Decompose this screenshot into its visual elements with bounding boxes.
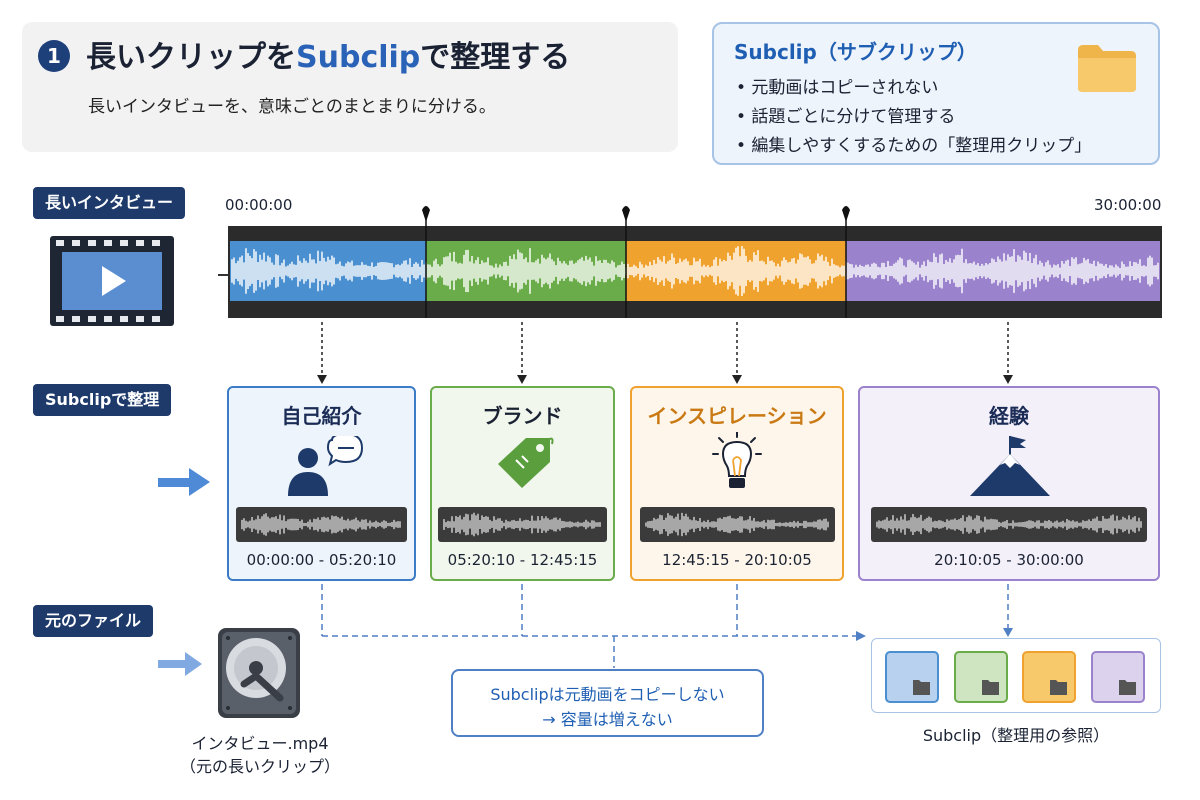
subclip-waveform [438, 507, 607, 542]
subclip-waveform [640, 507, 835, 542]
subclip-folder-icon [1022, 651, 1076, 703]
note-line: Subclipは元動画をコピーしない [490, 685, 725, 704]
subclip-title: インスピレーション [647, 404, 827, 428]
split-marker [842, 206, 850, 318]
subclip-title: 経験 [989, 404, 1029, 428]
section-label-subclips: Subclipで整理 [33, 384, 172, 416]
note-line: → 容量は増えない [542, 710, 673, 729]
info-bullet: • 話題ごとに分けて管理する [736, 107, 956, 127]
speaker-icon [288, 436, 364, 496]
split-marker [422, 206, 430, 318]
page-subtitle: 長いインタビューを、意味ごとのまとまりに分ける。 [88, 97, 496, 117]
section-label-source-file: 元のファイル [33, 605, 154, 637]
subclip-title: 自己紹介 [281, 404, 362, 428]
mountain-flag-icon [970, 436, 1050, 496]
subclip-folder-icon [885, 651, 939, 703]
timeline-waveform [218, 206, 1162, 318]
subclip-range: 20:10:05 - 30:00:00 [934, 551, 1084, 569]
title-suffix: で整理する [420, 40, 571, 75]
video-file-icon [50, 236, 174, 326]
segment-experience [846, 241, 1160, 301]
hard-drive-icon [218, 628, 300, 718]
subclip-waveform [236, 507, 407, 542]
folder-icon [1078, 45, 1136, 92]
page-title: 長いクリップをSubclipで整理する [86, 32, 570, 76]
subclip-range: 05:20:10 - 12:45:15 [447, 551, 598, 569]
file-description: （元の長いクリップ） [179, 757, 340, 776]
note-box [451, 669, 764, 737]
section-label-long-interview: 長いインタビュー [33, 187, 186, 219]
subclip-folder-icon [954, 651, 1008, 703]
timeline-start-time: 00:00:00 [225, 196, 293, 214]
subclip-range: 00:00:00 - 05:20:10 [246, 551, 397, 569]
info-bullet: • 元動画はコピーされない [736, 78, 939, 98]
title-highlight: Subclip [296, 40, 421, 75]
subclip-range: 12:45:15 - 20:10:05 [662, 551, 812, 569]
info-bullet: • 編集しやすくするための「整理用クリップ」 [736, 136, 1092, 156]
step-badge: 1 [38, 40, 70, 72]
file-name: インタビュー.mp4 [191, 734, 329, 753]
subclip-title: ブランド [482, 404, 563, 428]
header-card [22, 22, 678, 152]
tag-icon [498, 437, 554, 488]
info-title: Subclip（サブクリップ） [734, 40, 977, 64]
timeline-end-time: 30:00:00 [1094, 196, 1162, 214]
subclip-reference-caption: Subclip（整理用の参照） [922, 726, 1110, 745]
subclip-folder-icon [1091, 651, 1145, 703]
title-prefix: 長いクリップを [86, 40, 296, 75]
subclip-waveform [871, 507, 1147, 542]
lightbulb-icon [712, 432, 762, 488]
split-marker [622, 206, 630, 318]
